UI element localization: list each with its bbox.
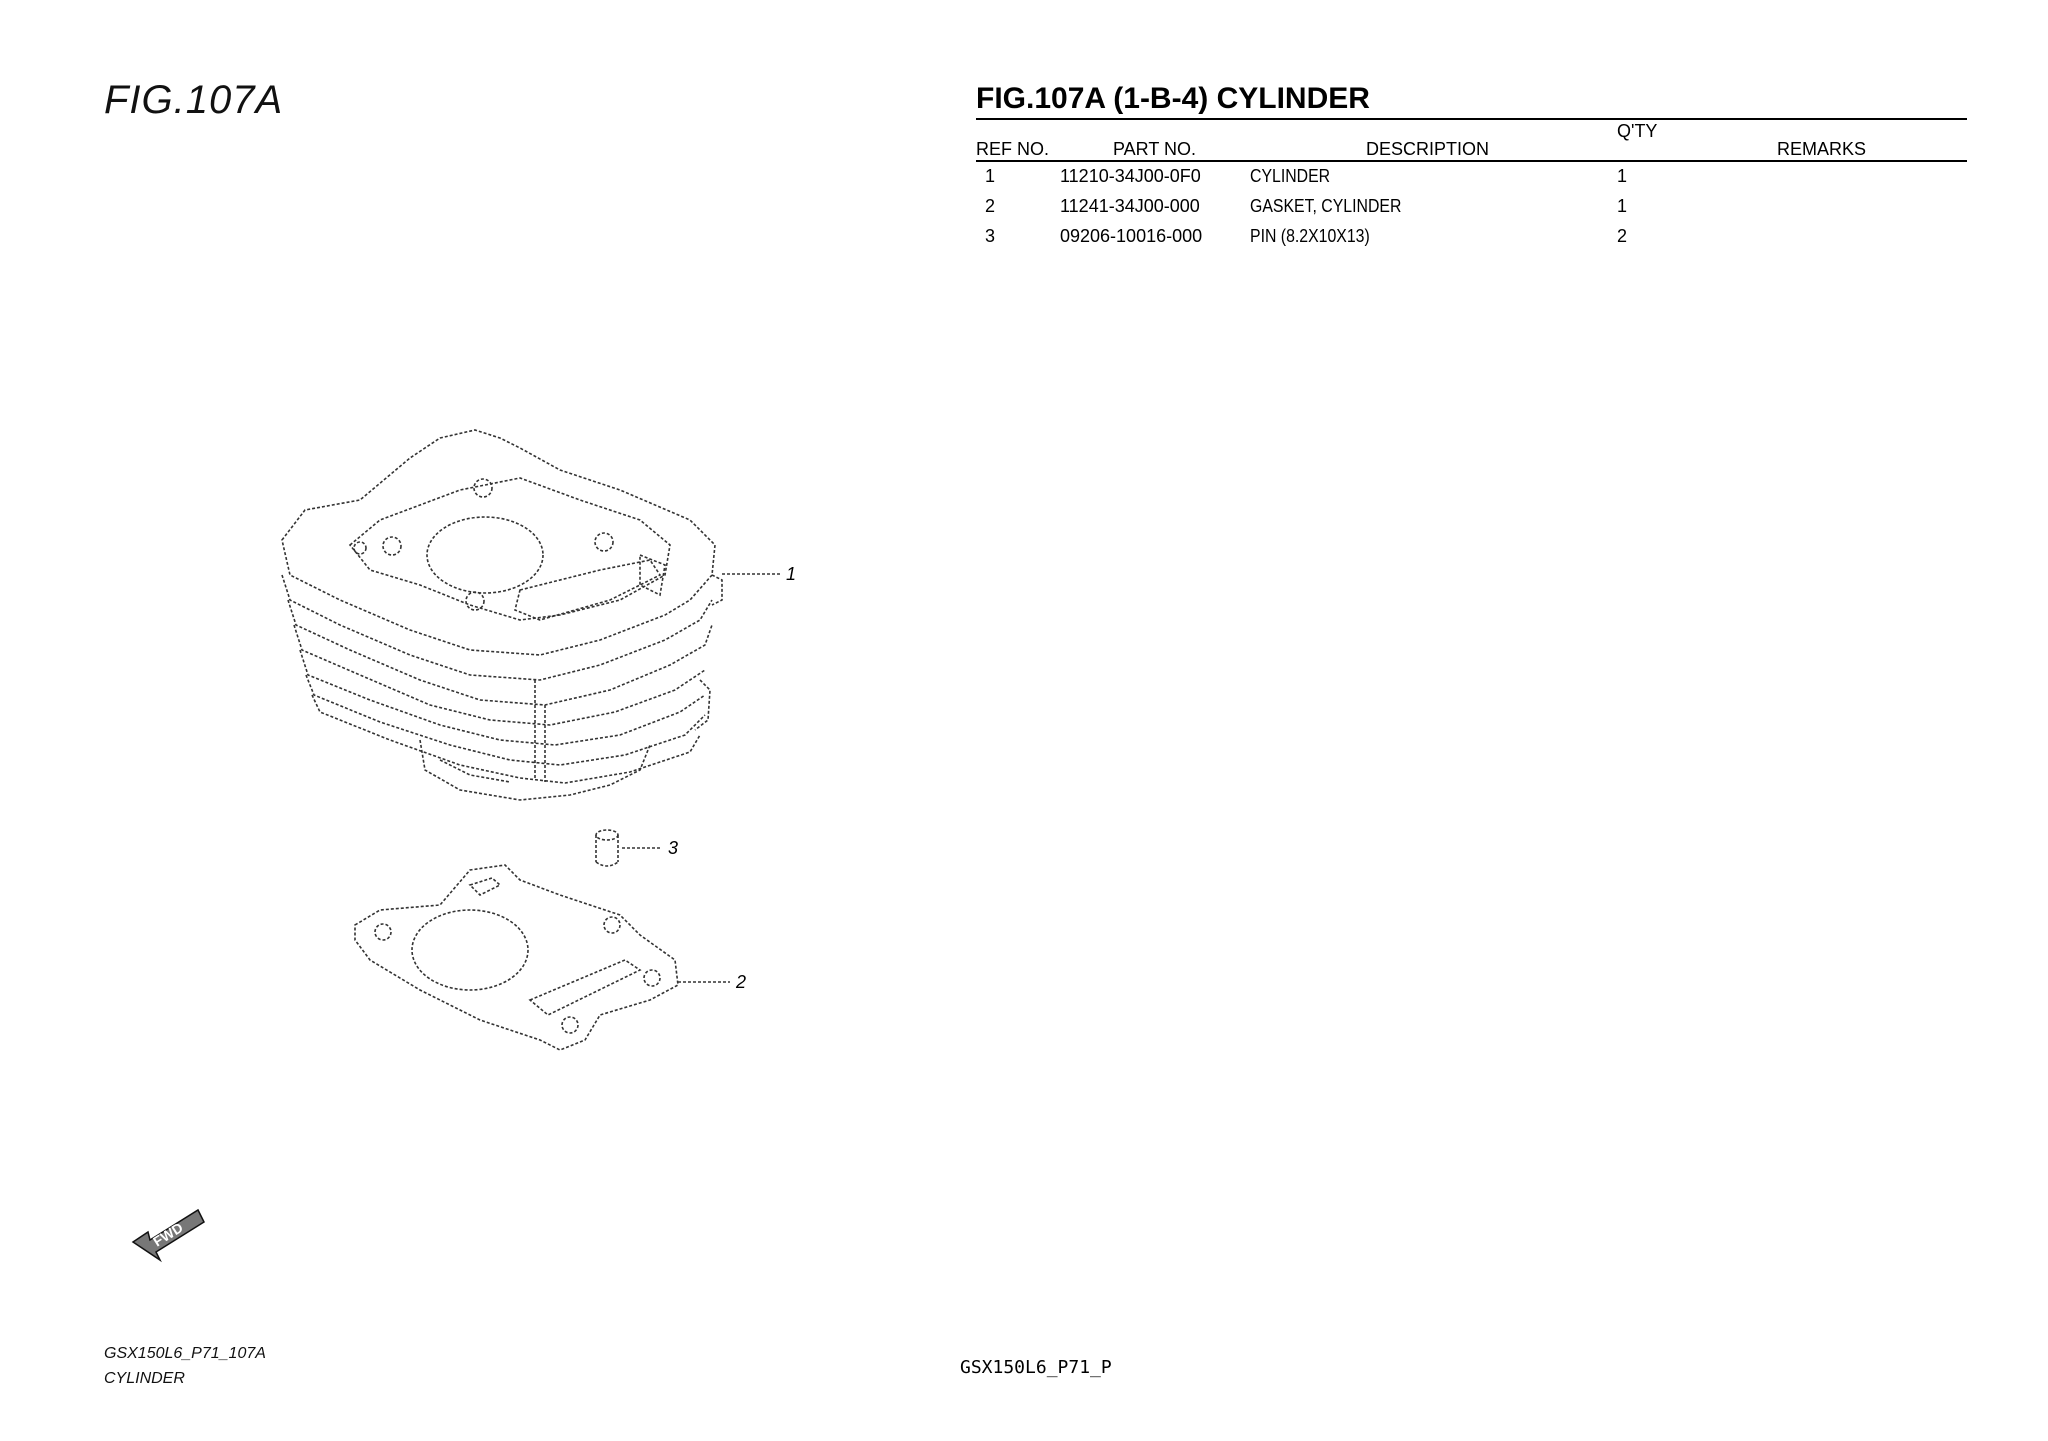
callout-1: 1 (786, 564, 796, 584)
figure-label: FIG.107A (104, 78, 284, 122)
gasket-drawing (354, 864, 730, 1051)
header-divider (976, 160, 1967, 162)
dowel-pin-drawing (595, 829, 660, 867)
header-remarks: REMARKS (1777, 139, 1867, 159)
callout-3: 3 (668, 838, 678, 858)
footer-part-name: CYLINDER (104, 1370, 185, 1387)
footer-page-code: GSX150L6_P71_P (960, 1357, 1112, 1378)
description-cell: PIN (8.2X10X13) (1250, 226, 1370, 246)
qty-cell: 1 (1617, 166, 1628, 186)
qty-cell: 2 (1617, 226, 1628, 246)
qty-cell: 1 (1617, 196, 1628, 216)
ref-no-cell: 3 (985, 226, 996, 246)
part-no-cell: 11241-34J00-000 (1060, 196, 1200, 216)
header-part-no: PART NO. (1113, 139, 1197, 159)
header-description: DESCRIPTION (1366, 139, 1490, 159)
description-cell: CYLINDER (1250, 166, 1331, 186)
page-title: FIG.107A (1-B-4) CYLINDER (976, 82, 1370, 115)
ref-no-cell: 1 (985, 166, 996, 186)
footer-model-ref: GSX150L6_P71_107A (104, 1345, 266, 1362)
header-qty: Q'TY (1617, 121, 1658, 141)
forward-arrow-icon: FWD (131, 1208, 205, 1263)
header-ref-no: REF NO. (976, 139, 1050, 159)
part-no-cell: 11210-34J00-0F0 (1060, 166, 1201, 186)
ref-no-cell: 2 (985, 196, 996, 216)
part-no-cell: 09206-10016-000 (1060, 226, 1203, 246)
callout-2: 2 (735, 972, 746, 992)
cylinder-drawing (281, 429, 780, 801)
description-cell: GASKET, CYLINDER (1250, 196, 1402, 216)
title-divider (976, 118, 1967, 120)
